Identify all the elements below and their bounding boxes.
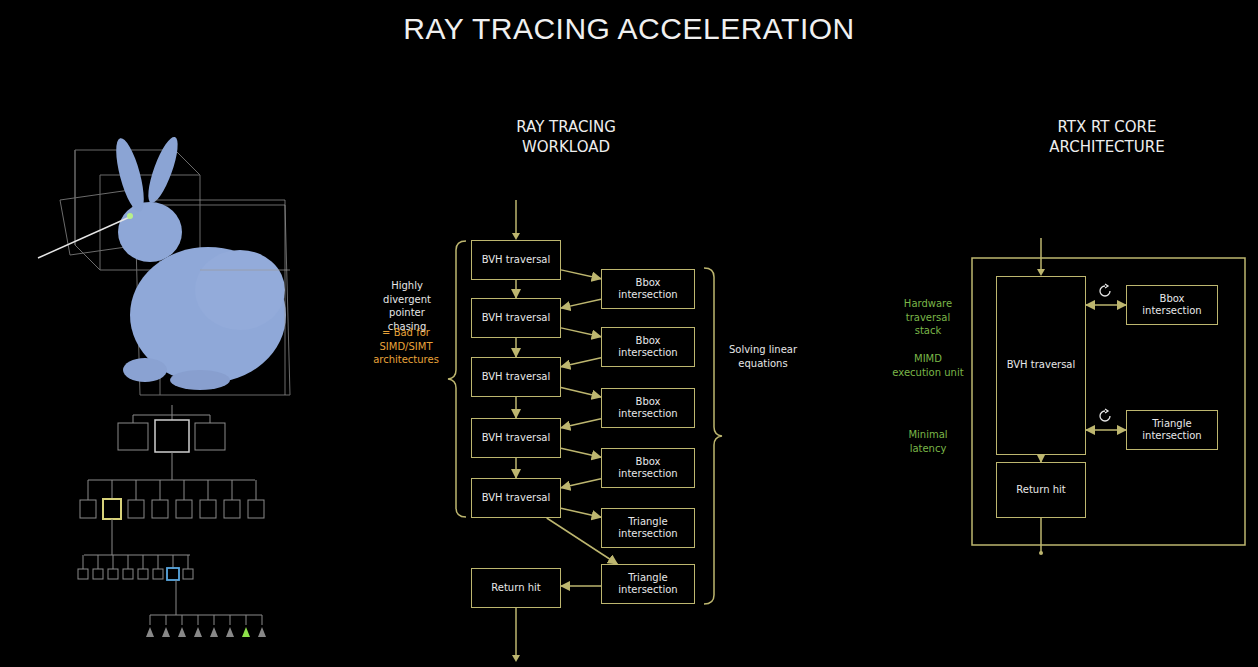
process-box: Bbox intersection xyxy=(601,269,695,309)
box-text: Triangle intersection xyxy=(606,516,690,541)
process-box: BVH traversal xyxy=(471,418,561,458)
process-box: BVH traversal xyxy=(996,276,1086,455)
box-text: BVH traversal xyxy=(482,492,551,505)
flow-connector xyxy=(561,299,601,308)
section-heading: RAY TRACING WORKLOAD xyxy=(496,118,636,157)
flow-connector xyxy=(1086,304,1126,306)
bunny xyxy=(38,134,290,395)
process-box: BVH traversal xyxy=(471,357,561,397)
box-text: Triangle intersection xyxy=(1131,418,1213,443)
box-text: BVH traversal xyxy=(1007,359,1076,372)
process-box: Triangle intersection xyxy=(1126,410,1218,450)
box-text: Triangle intersection xyxy=(606,572,690,597)
flow-connector xyxy=(515,280,517,298)
feature-note: Minimal latency xyxy=(892,428,964,455)
process-box: BVH traversal xyxy=(471,240,561,280)
rt-core-housing xyxy=(972,258,1245,545)
box-text: Bbox intersection xyxy=(606,456,690,481)
flow-connector xyxy=(561,585,601,587)
box-text: BVH traversal xyxy=(482,432,551,445)
page-title: RAY TRACING ACCELERATION xyxy=(0,12,1258,46)
process-box: Bbox intersection xyxy=(1126,285,1218,325)
box-text: Bbox intersection xyxy=(606,335,690,360)
box-text: Bbox intersection xyxy=(1131,293,1213,318)
section-heading: RTX RT CORE ARCHITECTURE xyxy=(1037,118,1177,157)
process-box: Triangle intersection xyxy=(601,564,695,604)
bvh-tree xyxy=(78,405,266,637)
annotation: = Bad for SIMD/SIMT architectures xyxy=(366,326,446,367)
flow-connector xyxy=(561,328,601,337)
flow-connector xyxy=(561,358,601,367)
flow-arrows xyxy=(512,200,1045,662)
process-box: Bbox intersection xyxy=(601,448,695,488)
box-text: Bbox intersection xyxy=(606,396,690,421)
box-text: Bbox intersection xyxy=(606,277,690,302)
process-box: Triangle intersection xyxy=(601,508,695,548)
process-box: Return hit xyxy=(471,568,561,608)
box-text: Return hit xyxy=(1016,484,1065,497)
flow-connector xyxy=(515,338,517,357)
feature-note: Hardware traversal stack xyxy=(892,297,964,338)
flow-connector xyxy=(561,448,601,457)
brackets xyxy=(448,241,722,604)
box-text: BVH traversal xyxy=(482,254,551,267)
box-text: BVH traversal xyxy=(482,371,551,384)
flow-connector xyxy=(1086,429,1126,431)
flow-connector xyxy=(561,419,601,428)
process-box: Bbox intersection xyxy=(601,388,695,428)
flow-connector xyxy=(515,397,517,418)
process-box: Bbox intersection xyxy=(601,327,695,367)
flow-connector xyxy=(515,458,517,478)
process-box: BVH traversal xyxy=(471,478,561,518)
flow-connector xyxy=(561,479,601,488)
annotation: Solving linear equations xyxy=(728,343,798,370)
box-text: Return hit xyxy=(491,582,540,595)
process-box: Return hit xyxy=(996,462,1086,518)
flow-connector xyxy=(1040,455,1042,462)
process-box: BVH traversal xyxy=(471,298,561,338)
feature-note: MIMD execution unit xyxy=(892,352,964,379)
flow-connector xyxy=(561,270,601,279)
box-text: BVH traversal xyxy=(482,312,551,325)
flow-connector xyxy=(561,388,601,397)
flow-connector xyxy=(561,508,601,517)
annotation: Highly divergent pointer chasing xyxy=(372,279,442,333)
